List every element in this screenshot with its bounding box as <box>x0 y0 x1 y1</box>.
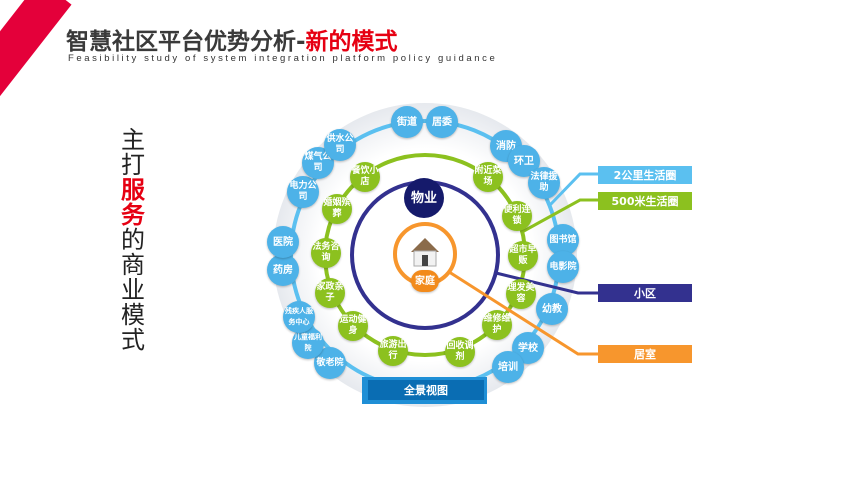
green-service-node: 旅游出行 <box>378 336 408 366</box>
green-service-node: 理发美容 <box>506 279 536 309</box>
blue-service-node: 医院 <box>267 226 299 258</box>
green-service-node: 超市早贩 <box>508 241 538 271</box>
legend-tag: 居室 <box>598 345 692 363</box>
property-node: 物业 <box>410 190 437 206</box>
green-service-node: 法务咨询 <box>311 238 341 268</box>
green-service-node: 便利连锁 <box>502 201 532 231</box>
legend-tag: 小区 <box>598 284 692 302</box>
side-pre: 主打 <box>121 126 145 179</box>
green-service-node: 维修维护 <box>482 310 512 340</box>
green-service-node: 运动健身 <box>338 311 368 341</box>
page-subtitle: Feasibility study of system integration … <box>68 53 498 64</box>
family-node: 家庭 <box>411 270 439 292</box>
blue-service-node: 街道 <box>391 106 423 138</box>
blue-service-node: 图书馆 <box>547 224 579 256</box>
green-service-node: 回收调剂 <box>445 337 475 367</box>
side-post: 的商业模式 <box>121 226 145 354</box>
green-service-node: 婚姻殡葬 <box>322 194 352 224</box>
blue-service-node: 儿童福利院 <box>292 327 324 359</box>
blue-service-node: 幼教 <box>536 293 568 325</box>
side-accent: 服务 <box>121 176 145 229</box>
legend-tag: 500米生活圈 <box>598 192 692 210</box>
side-vertical-text: 主打服务的商业模式 <box>118 128 148 353</box>
page-title: 智慧社区平台优势分析-新的模式 <box>66 22 398 56</box>
green-service-node: 家政亲子 <box>315 278 345 308</box>
blue-service-node: 电影院 <box>547 251 579 283</box>
legend-tag: 2公里生活圈 <box>598 166 692 184</box>
blue-service-node: 培训 <box>492 351 524 383</box>
green-service-node: 附近菜场 <box>473 162 503 192</box>
green-service-node: 餐饮小店 <box>350 162 380 192</box>
blue-service-node: 居委 <box>426 106 458 138</box>
blue-service-node: 残疾人服务中心 <box>283 301 315 333</box>
blue-service-node: 法律援助 <box>528 167 560 199</box>
blue-service-node: 供水公司 <box>324 129 356 161</box>
panorama-label: 全景视图 <box>368 380 484 400</box>
title-accent: 新的模式 <box>305 29 398 55</box>
blue-service-node: 电力公司 <box>287 176 319 208</box>
title-main: 智慧社区平台优势分析- <box>66 29 306 55</box>
blue-service-node: 药房 <box>267 254 299 286</box>
